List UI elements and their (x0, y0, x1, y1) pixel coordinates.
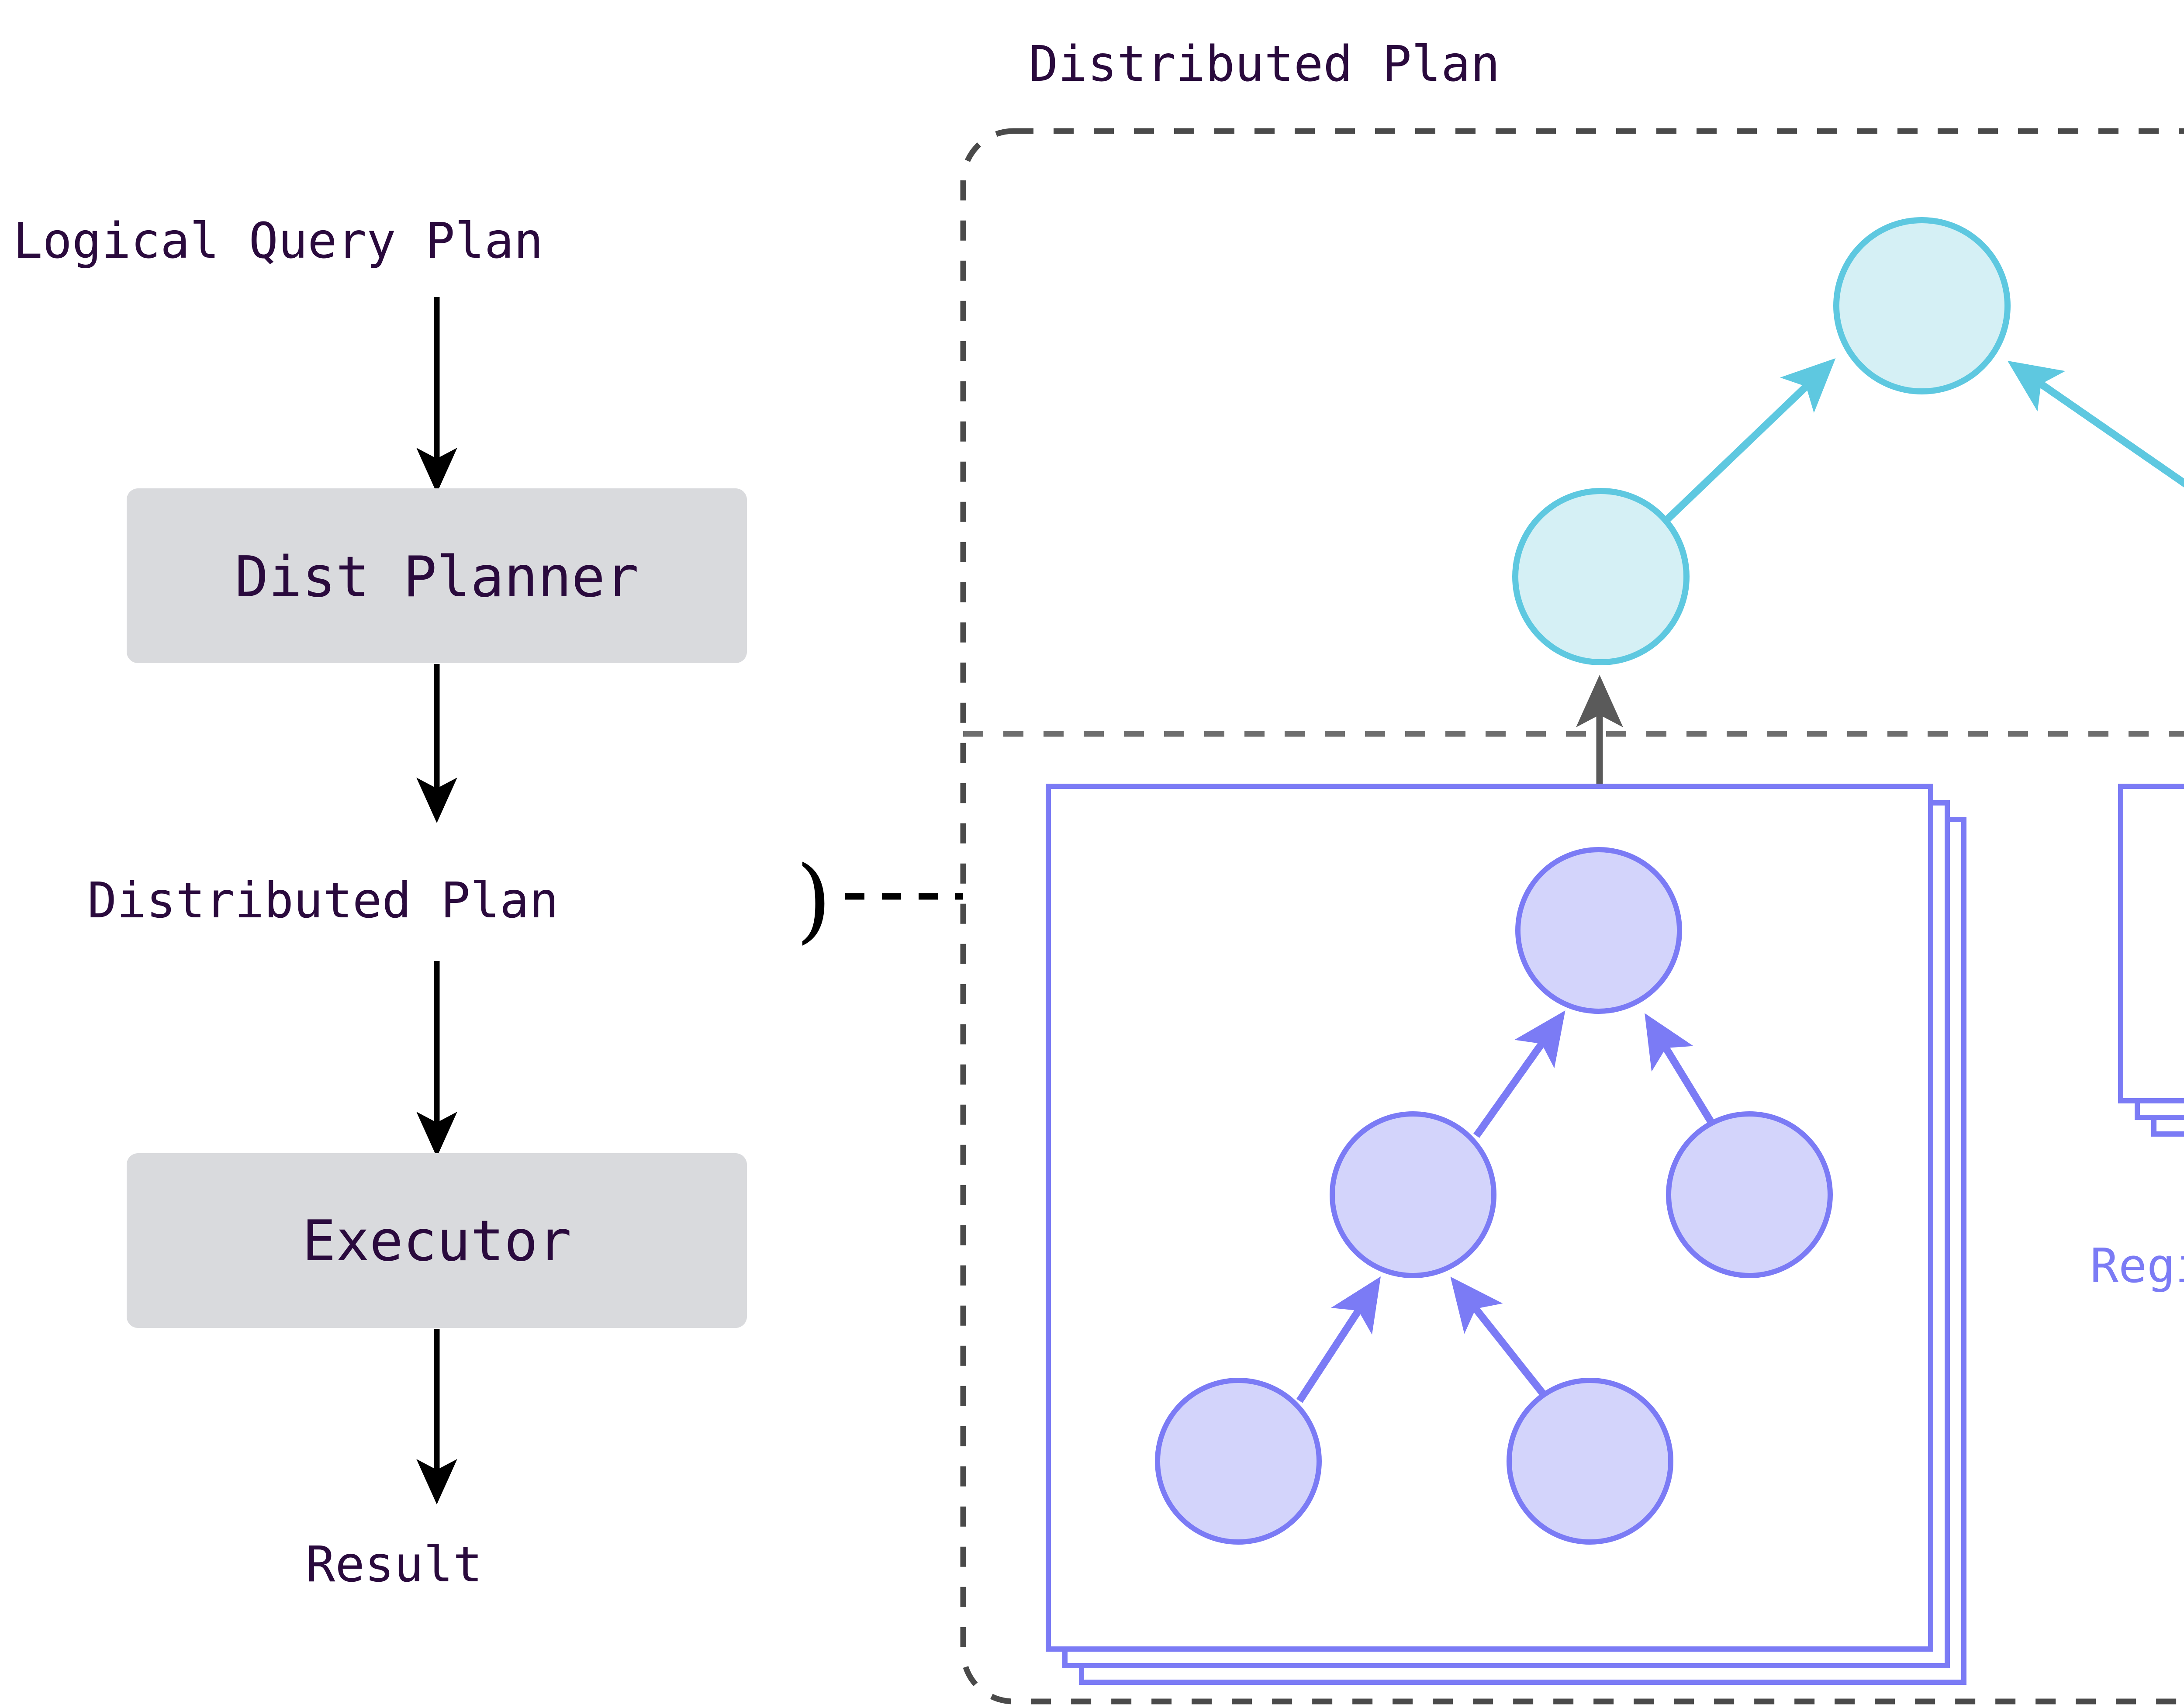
region-left-edge-leaf1-to-mid (1296, 1276, 1381, 1403)
frontend-node-left[interactable] (1512, 488, 1690, 665)
frontend-edge-left-to-root (1664, 358, 1836, 523)
distributed-plan-container (960, 128, 2184, 1705)
region-left-node-mid[interactable] (1330, 1111, 1496, 1278)
region-left-node-root[interactable] (1515, 847, 1682, 1014)
executor-label: Executor (302, 1209, 572, 1274)
region-left-edge-leaf2-to-mid (1450, 1276, 1549, 1400)
region-left-edge-mid-to-root (1473, 1010, 1565, 1138)
region-left-node-right[interactable] (1666, 1111, 1833, 1278)
logical-query-plan-label: Logical Query Plan (13, 213, 543, 270)
region-box-right-layer1[interactable] (2118, 784, 2184, 1103)
brace-icon: ) (796, 846, 832, 953)
distributed-plan-title: Distributed Plan (1029, 36, 1500, 93)
frontend-stage-graph (1512, 217, 2184, 665)
result-label: Result (306, 1536, 483, 1593)
region-left-edge-right-to-root (1645, 1013, 1719, 1132)
dist-planner-box[interactable] (127, 488, 747, 663)
executor-box[interactable] (127, 1153, 747, 1328)
region-left-node-leaf1[interactable] (1155, 1378, 1322, 1545)
dist-planner-label: Dist Planner (235, 545, 639, 610)
frontend-edge-right-to-root (2007, 360, 2184, 488)
region-group-left (1046, 784, 1966, 1685)
regions-label: Regions (2090, 1239, 2184, 1293)
distributed-plan-intermediate-label: Distributed Plan (87, 872, 559, 929)
region-group-right (2118, 784, 2184, 1137)
region-left-node-leaf2[interactable] (1507, 1378, 1673, 1545)
frontend-node-root[interactable] (1833, 217, 2011, 394)
